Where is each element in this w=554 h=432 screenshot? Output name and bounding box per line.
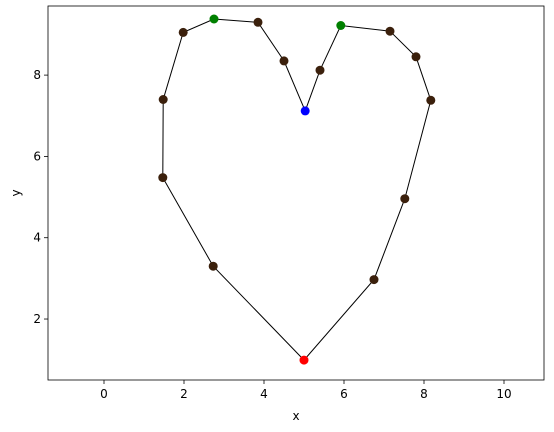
y-axis-ticks: 2 4 6 8 <box>33 68 48 326</box>
x-tick-label: 0 <box>100 387 108 401</box>
data-point <box>426 95 436 105</box>
y-tick-label: 2 <box>33 312 41 326</box>
data-point <box>336 21 346 30</box>
data-point <box>279 56 289 66</box>
data-point <box>300 106 310 116</box>
data-point <box>369 275 379 285</box>
plot-area <box>48 6 544 380</box>
y-tick-label: 6 <box>33 149 41 163</box>
x-axis-label: x <box>292 409 299 423</box>
x-tick-label: 8 <box>420 387 428 401</box>
data-point <box>385 26 395 36</box>
data-point <box>411 52 421 62</box>
data-points <box>158 14 436 365</box>
data-point <box>158 173 168 183</box>
data-point <box>315 65 325 75</box>
data-point <box>178 27 188 37</box>
data-point <box>209 14 219 24</box>
x-tick-label: 6 <box>340 387 348 401</box>
data-point <box>400 194 410 204</box>
y-tick-label: 4 <box>33 231 41 245</box>
data-point <box>299 355 309 365</box>
x-tick-label: 2 <box>180 387 188 401</box>
plot-frame <box>47 5 545 381</box>
y-tick-label: 8 <box>33 68 41 82</box>
x-tick-label: 4 <box>260 387 268 401</box>
y-axis-label: y <box>9 189 23 196</box>
data-point <box>158 95 168 104</box>
x-axis-ticks: 0 2 4 6 8 10 <box>100 380 512 401</box>
data-point <box>208 261 218 271</box>
x-tick-label: 10 <box>496 387 511 401</box>
data-point <box>253 17 263 27</box>
